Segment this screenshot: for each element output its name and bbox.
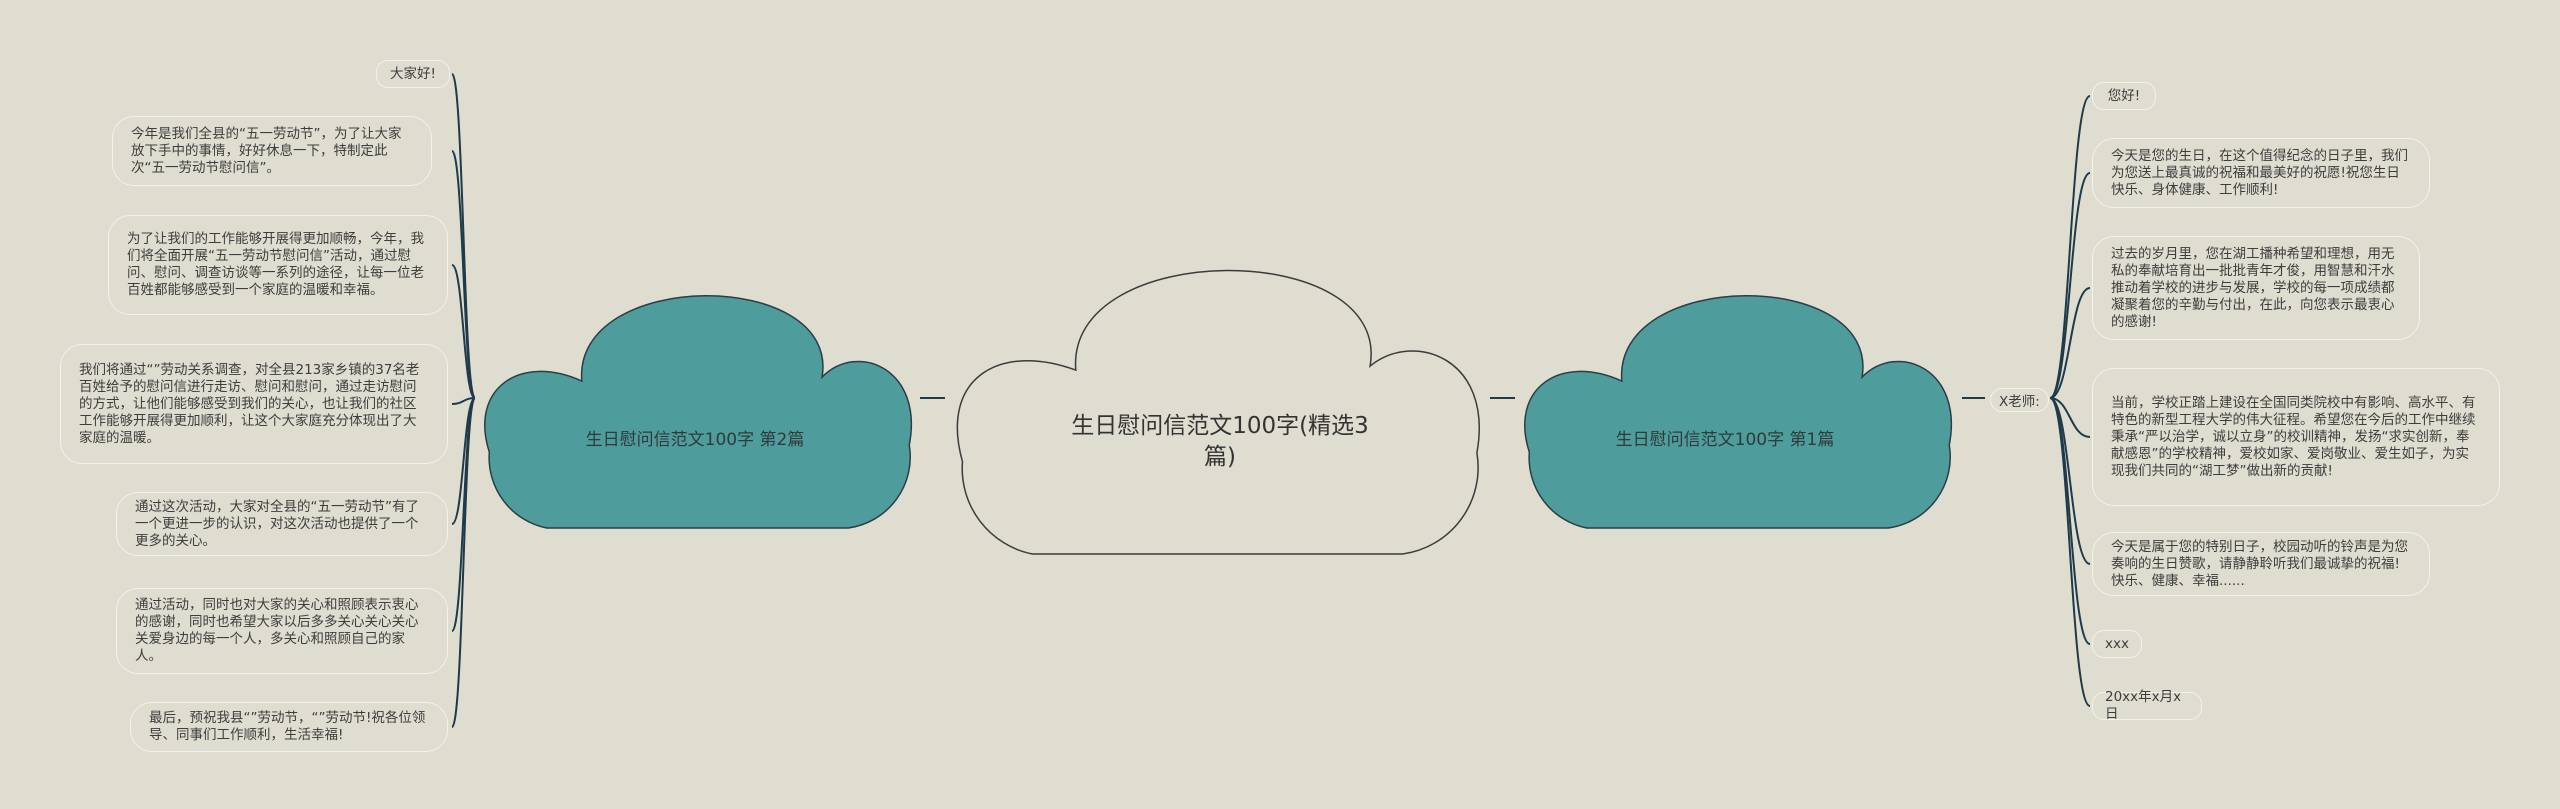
left-branch-cloud [484,295,912,529]
left-leaf-connector [451,150,476,399]
left-leaf-connector [451,397,476,728]
left-branch-title[interactable]: 生日慰问信范文100字 第2篇 [585,429,805,450]
right-leaf-signature[interactable]: xxx [2092,630,2142,658]
left-leaf-intro[interactable]: 今年是我们全县的“五一劳动节”，为了让大家放下手中的事情，好好休息一下，特制定此… [112,116,432,186]
right-leaf-special-day[interactable]: 今天是属于您的特别日子，校园动听的铃声是为您奏响的生日赞歌，请静静聆听我们最诚挚… [2092,532,2430,596]
left-leaf-connector [451,397,476,632]
right-branch-salutation[interactable]: X老师: [1990,388,2049,412]
right-leaf-hope[interactable]: 当前，学校正踏上建设在全国同类院校中有影响、高水平、有特色的新型工程大学的伟大征… [2092,368,2500,506]
right-leaf-birthday-wish[interactable]: 今天是您的生日，在这个值得纪念的日子里，我们为您送上最真诚的祝福和最美好的祝愿!… [2092,138,2430,208]
right-leaf-connector [2049,172,2091,399]
left-leaf-connector [451,264,476,399]
right-leaf-connector [2049,397,2091,565]
right-branch-cloud [1524,295,1952,529]
left-leaf-connector [451,397,476,405]
left-leaf-closing[interactable]: 最后，预祝我县“”劳动节，“”劳动节!祝各位领导、同事们工作顺利，生活幸福! [130,702,448,752]
center-title[interactable]: 生日慰问信范文100字(精选3篇) [1071,412,1369,470]
left-leaf-purpose[interactable]: 为了让我们的工作能够开展得更加顺畅，今年，我们将全面开展“五一劳动节慰问信”活动… [108,215,448,315]
right-leaf-hello[interactable]: 您好! [2092,82,2156,110]
left-leaf-greeting[interactable]: 大家好! [376,60,450,88]
cloud-shapes [484,269,1952,555]
right-leaf-connector [2049,287,2091,399]
left-leaf-survey[interactable]: 我们将通过“”劳动关系调查，对全县213家乡镇的37名老百姓给予的慰问信进行走访… [60,344,448,464]
right-leaf-connector [2049,397,2091,707]
right-leaf-connector [2049,95,2091,399]
right-leaf-connector [2049,397,2091,438]
connector-lines [451,73,2091,728]
left-leaf-thanks[interactable]: 通过活动，同时也对大家的关心和照顾表示衷心的感谢，同时也希望大家以后多多关心关心… [116,588,448,674]
right-leaf-gratitude[interactable]: 过去的岁月里，您在湖工播种希望和理想，用无私的奉献培育出一批批青年才俊，用智慧和… [2092,236,2420,340]
left-leaf-connector [451,73,476,399]
right-leaf-date[interactable]: 20xx年x月x日 [2092,689,2202,722]
right-branch-title[interactable]: 生日慰问信范文100字 第1篇 [1615,429,1835,450]
left-leaf-understanding[interactable]: 通过这次活动，大家对全县的“五一劳动节”有了一个更进一步的认识，对这次活动也提供… [116,492,448,556]
center-cloud [956,269,1480,555]
